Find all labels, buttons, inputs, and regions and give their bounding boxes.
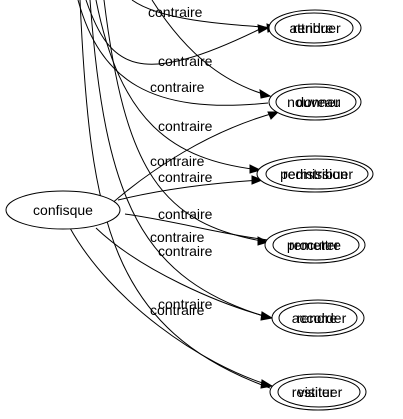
target-ellipse (268, 83, 362, 121)
edge-to-target-2b (109, 111, 279, 206)
edge-to-target-4b (124, 213, 269, 241)
target-node-4: remettre procurer (264, 226, 366, 264)
edge-label: contraire (150, 153, 205, 169)
target-label: permission (280, 166, 348, 182)
target-label: attribuer (289, 20, 341, 36)
target-node-2: nouveau donner (268, 83, 362, 121)
target-ellipse-inner (277, 376, 361, 408)
arrowhead (249, 164, 262, 174)
arrowhead (267, 111, 280, 120)
target-ellipse (271, 299, 365, 337)
edge-label: contraire (158, 206, 213, 222)
edge-label: contraire (158, 118, 213, 134)
edge-to-target-5 (89, 0, 271, 319)
edge-label: contraire (150, 302, 205, 318)
edge-label: contraire (150, 229, 205, 245)
edge-label: contraire (150, 79, 205, 95)
edge-to-target-4 (103, 0, 269, 243)
target-node-5: rendre accorder (271, 299, 365, 337)
edge-label: contraire (148, 4, 203, 20)
source-node: confisque (5, 190, 121, 230)
target-ellipse-inner (274, 12, 354, 44)
target-label: rendre (297, 310, 338, 326)
target-ellipse-inner (278, 302, 358, 334)
arrowhead (257, 236, 270, 246)
edges (69, 0, 280, 389)
edge-to-target-1 (85, 0, 263, 65)
source-ellipse (5, 190, 121, 230)
target-node-1: attribuer rendre (268, 9, 362, 47)
edge-to-target-3 (95, 0, 261, 171)
target-ellipse-inner (272, 229, 360, 261)
edge-to-target-2c (151, 0, 271, 97)
target-node-6: restituer visiter (269, 373, 367, 411)
target-node-3: permission redistribuer (256, 155, 374, 193)
arrowhead (251, 175, 264, 185)
target-label: procurer (287, 237, 339, 253)
target-label: accorder (292, 310, 347, 326)
edge-to-target-1b (131, 0, 278, 29)
arrowhead (260, 379, 274, 389)
target-ellipse (256, 155, 374, 193)
target-label: remettre (289, 237, 341, 253)
edge-label: contraire (158, 53, 213, 69)
edge-label: contraire (158, 243, 213, 259)
target-label: rendre (293, 20, 334, 36)
arrowhead (257, 24, 270, 34)
arrowhead (259, 89, 272, 99)
target-label: donner (296, 94, 340, 110)
target-ellipse (268, 9, 362, 47)
edge-label: contraire (158, 169, 213, 185)
source-label: confisque (33, 202, 93, 218)
target-ellipse (269, 373, 367, 411)
target-label: redistribuer (283, 166, 353, 182)
target-label: visiter (298, 384, 335, 400)
arrowhead (260, 311, 274, 321)
target-label: nouveau (287, 94, 341, 110)
target-ellipse (264, 226, 366, 264)
edge-to-target-2 (77, 0, 269, 106)
edge-labels: contraire contraire contraire contraire … (148, 4, 213, 318)
edge-to-target-6b (69, 227, 273, 387)
edge-label: contraire (158, 296, 213, 312)
target-ellipse-inner (275, 86, 357, 118)
target-ellipse-inner (265, 158, 369, 190)
edge-to-target-3b (117, 179, 263, 201)
target-label: restituer (292, 384, 343, 400)
